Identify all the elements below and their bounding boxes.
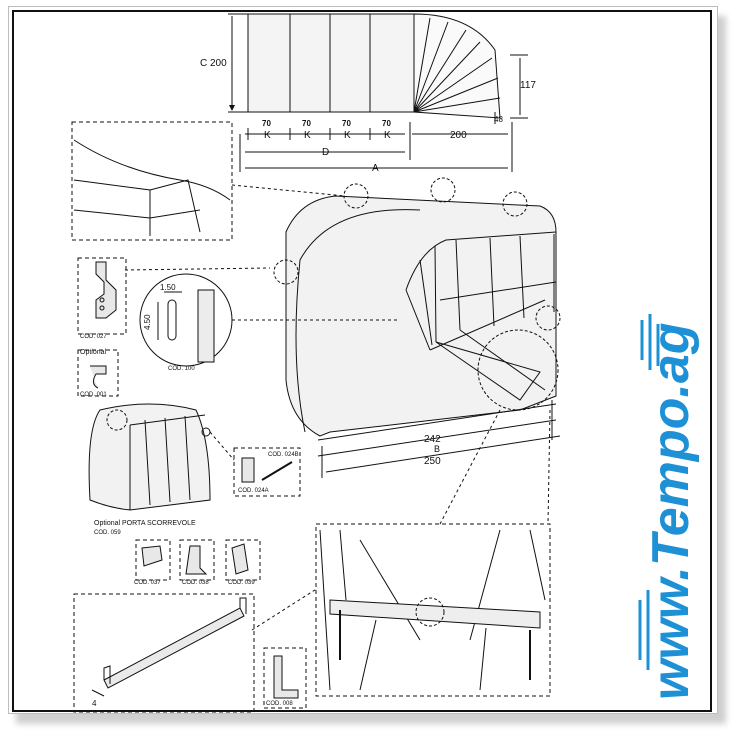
dim-k-letter-1: K — [264, 130, 271, 141]
detail-bracket-008 — [263, 647, 307, 709]
dim-inner-width: 242 — [424, 434, 441, 445]
dim-end-depth-label: 200 — [450, 130, 467, 141]
code-001: COD. 001 — [80, 392, 107, 398]
detail-frame-upper-left — [71, 121, 346, 241]
watermark-text: www.Tempo.ag — [642, 322, 700, 700]
detail-pins-024 — [209, 431, 301, 497]
code-027: COD. 027 — [80, 334, 107, 340]
dim-b-label: B — [434, 444, 440, 454]
code-100: COD. 100 — [168, 366, 195, 372]
code-008: COD. 008 — [266, 701, 293, 707]
dim-a-label: A — [372, 163, 379, 174]
profile-width-label: 1.50 — [160, 283, 176, 292]
dim-k-letter-4: K — [384, 130, 391, 141]
detail-long-bar — [73, 587, 319, 713]
detail-ground-anchor — [315, 409, 551, 697]
bar-small-label: 4 — [92, 699, 97, 708]
code-037: COD. 037 — [134, 580, 161, 586]
dim-k-value-1: 70 — [262, 119, 271, 128]
optional-label: Optional — [80, 349, 107, 356]
detail-brackets-037-039 — [135, 539, 261, 581]
tempo-watermark: www.Tempo.ag — [610, 300, 730, 710]
detail-profile-circle — [124, 267, 400, 367]
detail-bracket-027 — [77, 257, 127, 335]
watermark-graphic: www.Tempo.ag — [638, 314, 700, 700]
dim-end-height-label: 117 — [520, 80, 536, 91]
code-059: COD. 059 — [94, 530, 121, 536]
dim-k-value-4: 70 — [382, 119, 391, 128]
dim-outer-width: 250 — [424, 456, 441, 467]
dim-d-label: D — [322, 147, 329, 158]
detail-hook-001 — [77, 349, 119, 397]
code-024a: COD. 024A — [238, 488, 269, 494]
code-038: COD. 038 — [182, 580, 209, 586]
dim-k-letter-2: K — [304, 130, 311, 141]
watermark-stripes — [638, 314, 660, 670]
profile-height-label: 4.50 — [143, 314, 152, 330]
top-elevation-view — [228, 13, 528, 172]
sliding-door-note: Optional PORTA SCORREVOLE — [94, 520, 196, 527]
dim-end-offset-label: 48 — [494, 115, 503, 124]
dim-k-value-3: 70 — [342, 119, 351, 128]
code-039: COD. 039 — [228, 580, 255, 586]
main-tunnel-view — [273, 177, 561, 478]
dim-k-letter-3: K — [344, 130, 351, 141]
code-024b: COD. 024B — [268, 452, 299, 458]
detail-sliding-door-view — [88, 403, 211, 511]
dim-k-value-2: 70 — [302, 119, 311, 128]
dim-height-label: C 200 — [200, 58, 227, 69]
